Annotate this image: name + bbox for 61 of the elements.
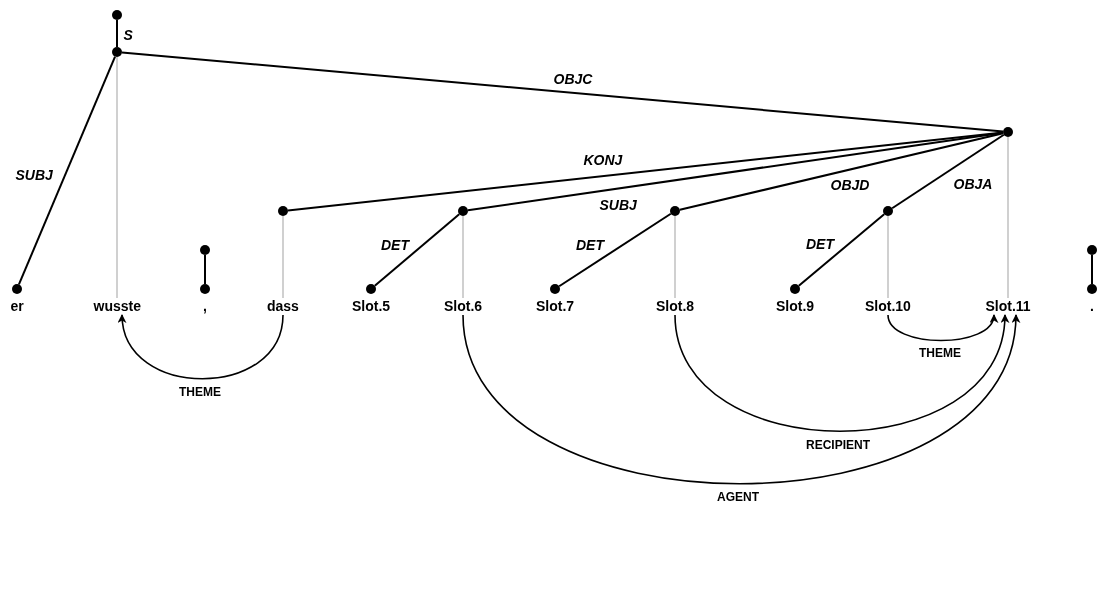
tree-node-dot [883, 206, 893, 216]
edge-label: KONJ [583, 152, 623, 168]
role-label: AGENT [717, 490, 759, 504]
dependency-line [204, 254, 206, 285]
word-label: dass [267, 298, 299, 314]
role-label: RECIPIENT [806, 438, 870, 452]
tree-node-dot [1087, 284, 1097, 294]
word-label: wusste [93, 298, 141, 314]
role-arc-arrow [118, 314, 284, 380]
dependency-line [373, 213, 461, 287]
projection-line [462, 215, 464, 299]
edge-label: DET [806, 236, 834, 252]
tree-node-dot [790, 284, 800, 294]
tree-node-dot [200, 284, 210, 294]
tree-node-dot [1087, 245, 1097, 255]
edge-label: OBJD [830, 177, 870, 193]
projection-line [282, 215, 284, 299]
dependency-line [121, 51, 1004, 133]
edge-label: SUBJ [599, 197, 637, 213]
dependency-line [1091, 254, 1093, 285]
projection-line [116, 56, 118, 299]
word-label: Slot.7 [536, 298, 575, 314]
dependency-line [797, 213, 886, 287]
edge-label: OBJC [553, 71, 593, 87]
tree-node-dot [112, 10, 122, 20]
role-label: THEME [179, 385, 221, 399]
tree-node-dot [550, 284, 560, 294]
edge-label: DET [381, 237, 409, 253]
dependency-line [678, 132, 1005, 211]
edge-label: SUBJ [15, 167, 53, 183]
projection-line [887, 215, 889, 299]
projection-line [674, 215, 676, 299]
tree-node-dot [458, 206, 468, 216]
word-label: Slot.11 [985, 298, 1031, 314]
word-label: Slot.6 [444, 298, 483, 314]
dependency-line [116, 19, 118, 48]
word-label: er [10, 298, 24, 314]
tree-node-dot [12, 284, 22, 294]
word-label: Slot.10 [865, 298, 911, 314]
projection-line [1007, 136, 1009, 299]
tree-node-dot [1003, 127, 1013, 137]
word-label: Slot.9 [776, 298, 815, 314]
tree-node-dot [112, 47, 122, 57]
dependency-line [891, 133, 1005, 210]
tree-node-dot [278, 206, 288, 216]
role-label: THEME [919, 346, 961, 360]
tree-node-dot [670, 206, 680, 216]
role-arc-arrow [887, 314, 997, 342]
word-label: , [203, 298, 207, 314]
edge-label: OBJA [953, 176, 993, 192]
word-label: . [1090, 298, 1094, 314]
tree-node-dot [200, 245, 210, 255]
tree-node-dot [366, 284, 376, 294]
dependency-line [17, 55, 117, 286]
edge-label: DET [576, 237, 604, 253]
role-arc-arrow [462, 314, 1019, 485]
word-label: Slot.8 [656, 298, 695, 314]
role-arc-arrow [674, 314, 1008, 433]
dependency-line [558, 212, 672, 288]
edge-label: S [123, 27, 133, 43]
word-label: Slot.5 [352, 298, 391, 314]
